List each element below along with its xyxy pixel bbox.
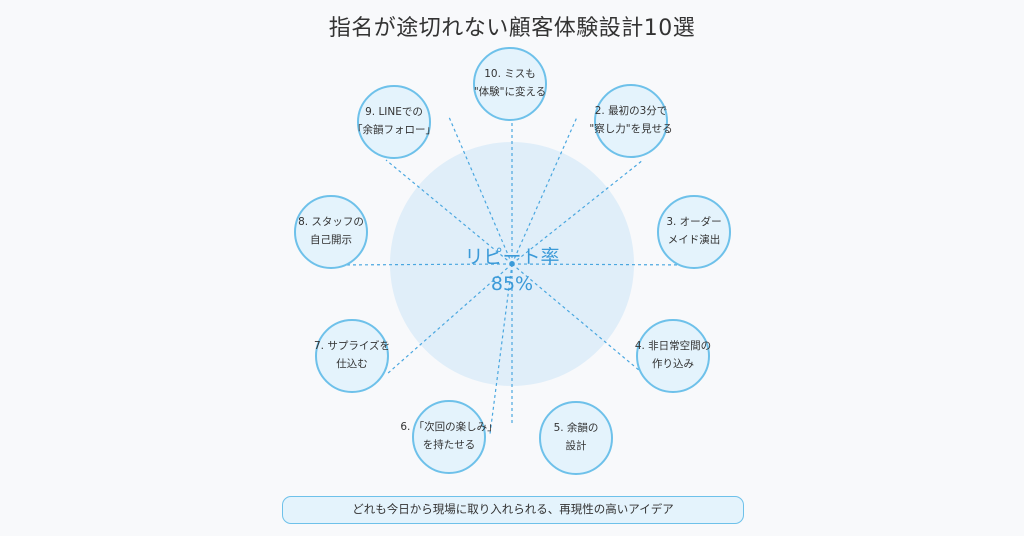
node-label-2: 2. 最初の3分で "察し力"を見せる bbox=[589, 105, 673, 135]
node-label-6: 6. 「次回の楽しみ」 を持たせる bbox=[400, 421, 498, 451]
connector-line-4 bbox=[511, 263, 641, 372]
node-label-7: 7. サプライズを 仕込む bbox=[313, 340, 391, 370]
node-circle-4 bbox=[636, 319, 710, 393]
connector-line-6 bbox=[489, 263, 513, 435]
node-label-5: 5. 余韻の 設計 bbox=[553, 422, 599, 452]
connector-line-2b bbox=[511, 159, 644, 265]
node-circle-7 bbox=[315, 319, 389, 393]
node-circle-6 bbox=[412, 400, 486, 474]
center-title: リピート率 bbox=[464, 246, 560, 268]
node-circle-9 bbox=[357, 85, 431, 159]
center-value: 85% bbox=[490, 273, 534, 295]
node-circle-10 bbox=[473, 47, 547, 121]
node-circle-3 bbox=[657, 195, 731, 269]
node-circle-5 bbox=[539, 401, 613, 475]
page-title: 指名が途切れない顧客体験設計10選 bbox=[328, 16, 696, 41]
node-label-3: 3. オーダー メイド演出 bbox=[666, 216, 722, 246]
connector-line-2 bbox=[511, 116, 578, 265]
node-circle-8 bbox=[294, 195, 368, 269]
node-label-9: 9. LINEでの 「余韻フォロー」 bbox=[352, 106, 436, 136]
connector-lines bbox=[331, 107, 697, 435]
node-label-8: 8. スタッフの 自己開示 bbox=[298, 216, 364, 246]
connector-line-9b bbox=[448, 116, 513, 265]
center-label: リピート率 85% bbox=[412, 244, 612, 298]
node-label-10: 10. ミスも "体験"に変える bbox=[473, 68, 547, 98]
footer-banner: どれも今日から現場に取り入れられる、再現性の高いアイデア bbox=[282, 496, 744, 524]
connector-line-8 bbox=[331, 263, 513, 266]
node-circle-2 bbox=[594, 84, 668, 158]
node-label-4: 4. 非日常空間の 作り込み bbox=[634, 340, 712, 370]
connector-line-3 bbox=[511, 263, 697, 266]
center-dot bbox=[509, 261, 515, 267]
connector-line-7 bbox=[386, 263, 513, 375]
